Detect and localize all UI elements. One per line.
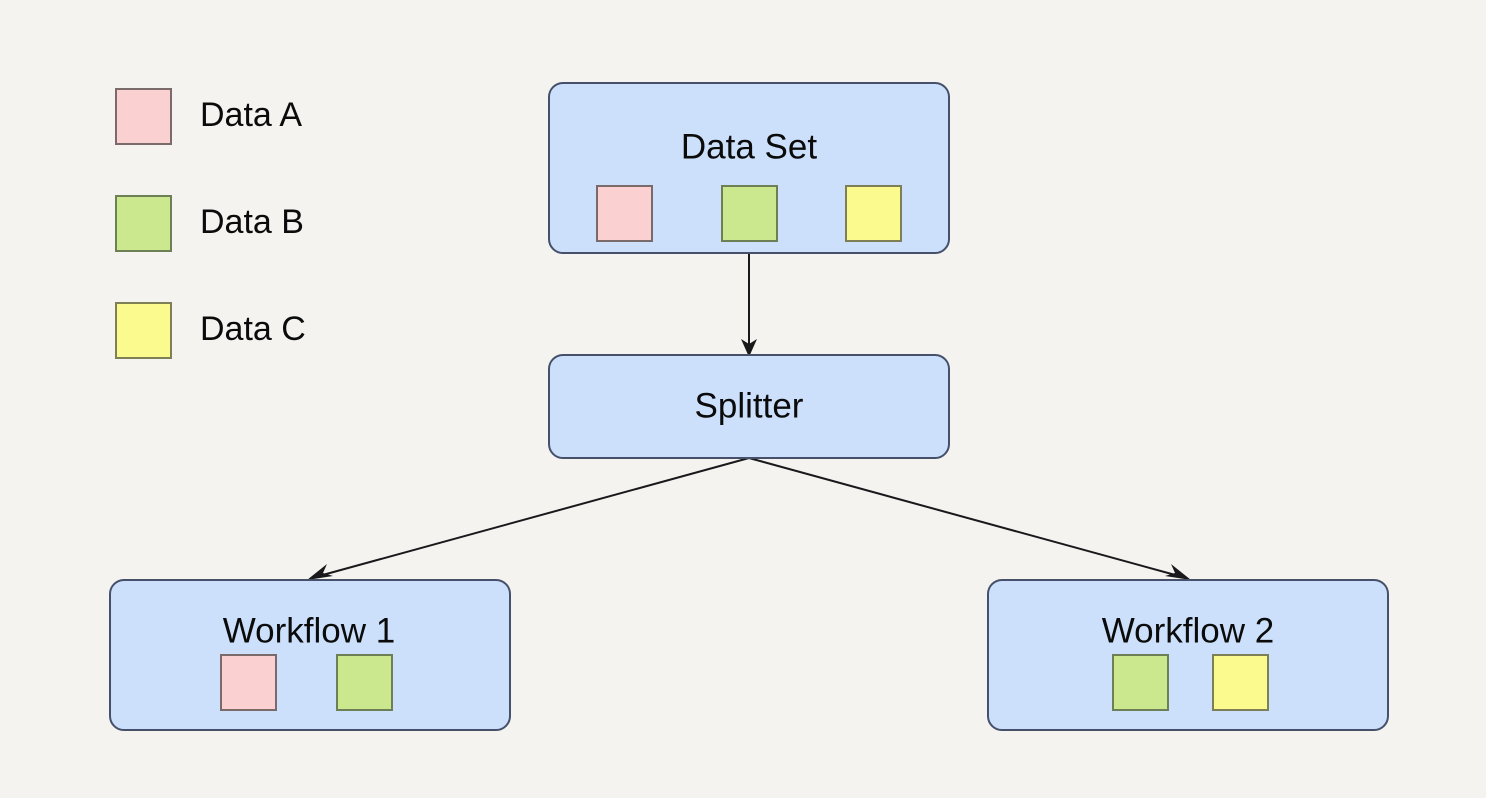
- legend-label-data-c: Data C: [200, 310, 306, 348]
- legend-swatch-data-c: [115, 302, 172, 359]
- chip-data-b: [721, 185, 778, 242]
- chip-data-a: [596, 185, 653, 242]
- node-workflow-2[interactable]: Workflow 2: [987, 579, 1389, 731]
- arrowhead-icon: [1165, 564, 1191, 580]
- chip-data-b: [336, 654, 393, 711]
- connectors: [307, 253, 1191, 580]
- node-splitter[interactable]: Splitter: [548, 354, 950, 459]
- legend-item-data-c: Data C: [115, 302, 306, 359]
- node-workflow-1-title: Workflow 1: [223, 611, 395, 650]
- node-workflow-1-shape[interactable]: [109, 579, 511, 731]
- chip-data-c: [845, 185, 902, 242]
- connector-line: [318, 457, 750, 577]
- legend-item-data-a: Data A: [115, 88, 302, 145]
- legend-label-data-b: Data B: [200, 203, 304, 241]
- node-splitter-title: Splitter: [695, 386, 804, 425]
- node-data-set-title: Data Set: [681, 127, 817, 166]
- connector-data-set-to-splitter: [741, 253, 757, 357]
- node-workflow-2-title: Workflow 2: [1102, 611, 1274, 650]
- node-workflow-1[interactable]: Workflow 1: [109, 579, 511, 731]
- arrowhead-icon: [307, 564, 333, 580]
- arrowhead-icon: [741, 339, 757, 357]
- chip-data-b: [1112, 654, 1169, 711]
- connector-splitter-to-workflow-2: [748, 457, 1191, 580]
- legend-swatch-data-b: [115, 195, 172, 252]
- chip-data-a: [220, 654, 277, 711]
- legend-swatch-data-a: [115, 88, 172, 145]
- connector-splitter-to-workflow-1: [307, 457, 750, 580]
- legend: Data A Data B Data C: [115, 88, 306, 359]
- legend-item-data-b: Data B: [115, 195, 304, 252]
- chip-data-c: [1212, 654, 1269, 711]
- node-splitter-shape[interactable]: [548, 354, 950, 459]
- node-data-set[interactable]: Data Set: [548, 82, 950, 254]
- node-workflow-2-shape[interactable]: [987, 579, 1389, 731]
- connector-line: [748, 457, 1180, 577]
- legend-label-data-a: Data A: [200, 96, 302, 134]
